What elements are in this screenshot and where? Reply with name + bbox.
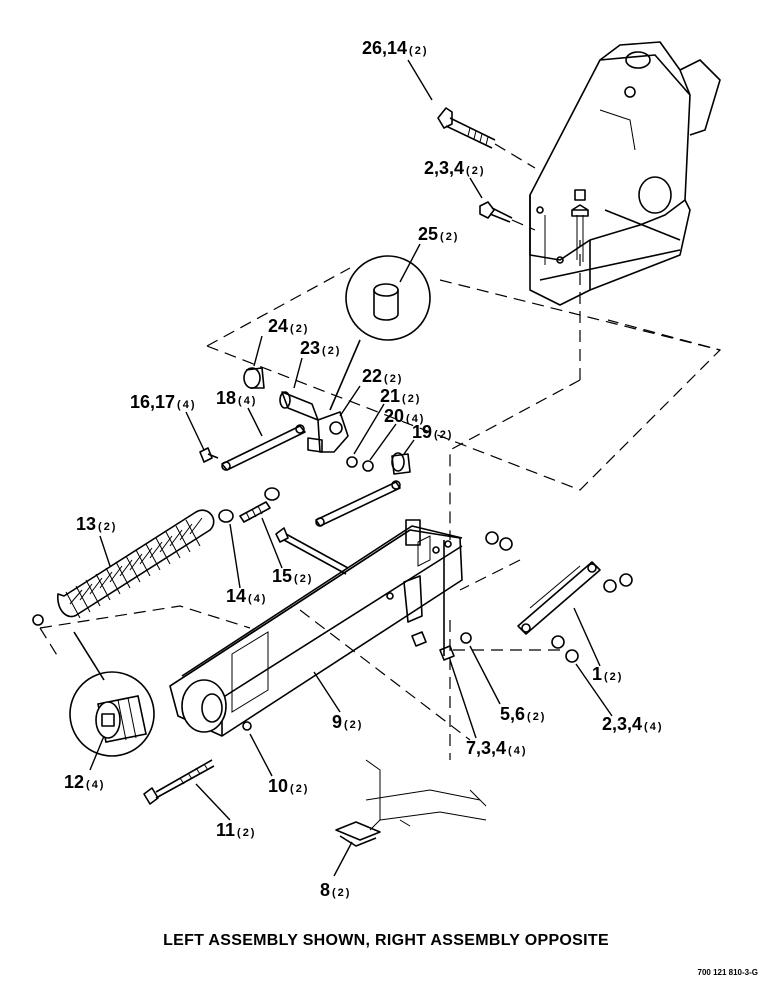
callout-26-14: 26,14(2) [362, 38, 429, 58]
callout-2-3-4-lower: 2,3,4(4) [602, 714, 664, 734]
callout-19: 19(2) [412, 422, 453, 442]
leader-lines [89, 59, 613, 877]
callout-8: 8(2) [320, 880, 351, 900]
callout-1: 1(2) [592, 664, 623, 684]
link-plates-18 [221, 424, 401, 527]
callout-20: 20(4) [384, 406, 425, 426]
callout-11: 11(2) [216, 820, 256, 840]
diagram-caption: LEFT ASSEMBLY SHOWN, RIGHT ASSEMBLY OPPO… [163, 932, 609, 949]
bolt-11 [143, 759, 215, 805]
spring-13 [32, 509, 234, 626]
callout-14: 14(4) [226, 586, 267, 606]
callout-24: 24(2) [268, 316, 309, 336]
callout-16-17: 16,17(4) [130, 392, 197, 412]
callout-2-3-4-upper: 2,3,4(2) [424, 158, 486, 178]
lower-shield [335, 759, 487, 847]
callout-10: 10(2) [268, 776, 309, 796]
drawing-number: 700 121 810-3-G [697, 968, 759, 977]
assembly-guide-lines [39, 240, 722, 760]
callout-13: 13(2) [76, 514, 117, 534]
callout-25: 25(2) [418, 224, 459, 244]
bushing-detail-12 [69, 631, 155, 757]
mount-bracket [529, 41, 721, 306]
callout-23: 23(2) [300, 338, 341, 358]
callout-15: 15(2) [272, 566, 313, 586]
callout-labels: 26,14(2) 2,3,4(2) 25(2) 24(2) 23(2) 22(2… [64, 38, 664, 900]
bolt-2-3-4-upper [479, 201, 536, 231]
bolt-16-17 [199, 447, 219, 463]
callout-22: 22(2) [362, 366, 403, 386]
arm-pivot-bolt [275, 527, 349, 575]
callout-5-6: 5,6(2) [500, 704, 546, 724]
callout-21: 21(2) [380, 386, 421, 406]
grease-fitting-10 [242, 721, 252, 731]
bushing-detail-25 [329, 255, 431, 411]
pivot-parts [243, 367, 411, 475]
callout-18: 18(4) [216, 388, 257, 408]
callout-12: 12(4) [64, 772, 105, 792]
callout-9: 9(2) [332, 712, 363, 732]
eyebolt-15 [239, 487, 280, 523]
fasteners-5-6-7 [411, 540, 472, 661]
plate-1 [485, 531, 633, 663]
bolt-26-14 [437, 107, 536, 169]
callout-7-3-4: 7,3,4(4) [466, 738, 528, 758]
arm-9 [169, 519, 463, 737]
